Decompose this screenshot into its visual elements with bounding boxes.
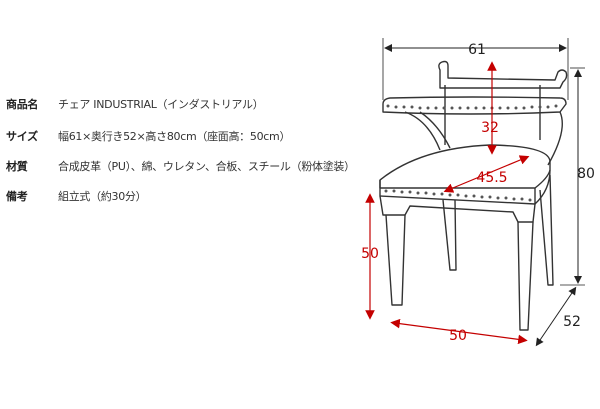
- rivets: [384, 104, 558, 202]
- seat-side: [534, 169, 551, 205]
- dimension-lines-red: [365, 61, 530, 345]
- spec-value: 合成皮革（PU）、綿、ウレタン、合板、スチール（粉体塗装）: [58, 160, 355, 173]
- dim-back-height-label: 32: [481, 120, 499, 136]
- spec-value: 組立式（約30分）: [58, 190, 147, 203]
- dim-seat-height-label: 50: [361, 246, 379, 262]
- arm-rail: [382, 96, 567, 115]
- spec-label: 商品名: [6, 98, 39, 111]
- dim-seat-width-label: 50: [449, 328, 467, 344]
- seat-width-dimension-line: [390, 318, 528, 345]
- dim-seat-depth-label: 45.5: [476, 170, 507, 186]
- depth-dimension-line: [535, 286, 577, 347]
- leg-back-left: [442, 199, 457, 271]
- dim-depth-label: 52: [563, 314, 581, 330]
- dimension-lines-black: [382, 38, 585, 347]
- dim-width-label: 61: [468, 42, 486, 58]
- seat-top: [379, 144, 551, 189]
- arm-bracket-right: [547, 111, 563, 166]
- spec-label: 備考: [6, 190, 28, 203]
- seat-depth-dimension-line: [443, 155, 530, 193]
- leg-front-right: [517, 221, 534, 331]
- spec-label: 材質: [6, 160, 28, 173]
- spec-value: 幅61×奥行き52×高さ80cm（座面高：50cm）: [58, 130, 291, 143]
- arm-bracket-left: [404, 111, 441, 151]
- leg-front-left: [385, 214, 406, 306]
- spec-value: チェア INDUSTRIAL（インダストリアル）: [58, 98, 264, 111]
- leg-back-right: [539, 174, 554, 286]
- seat-front: [379, 180, 536, 205]
- spec-label: サイズ: [6, 130, 38, 143]
- arm-bracket-left-inner: [419, 111, 451, 149]
- dim-height-label: 80: [577, 166, 595, 182]
- chair-drawing: [379, 60, 568, 331]
- backrest: [438, 60, 568, 89]
